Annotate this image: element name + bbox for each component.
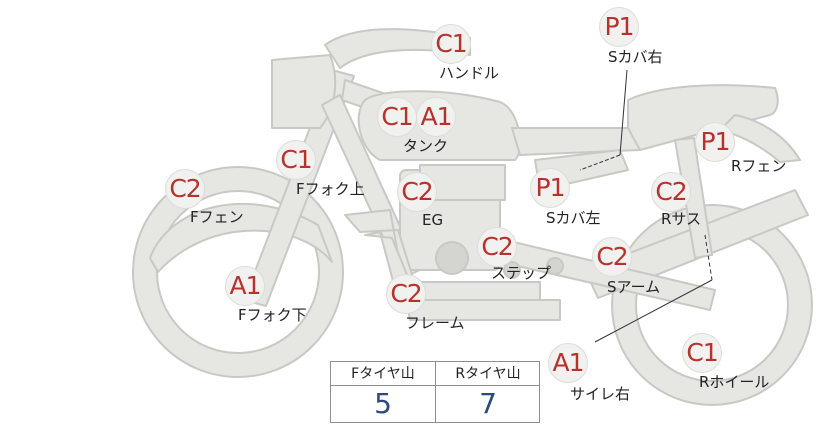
code-badge-step: C2	[477, 227, 517, 267]
front-tread-header: Fタイヤ山	[331, 362, 436, 386]
code-badge-swing-arm: C2	[592, 237, 632, 277]
label-front-fork-lower: Fフォク下	[238, 306, 307, 324]
label-seat-cover-right: Sカバ右	[608, 48, 663, 66]
label-muffler-right: サイレ右	[570, 385, 631, 403]
code-badge-muffler-right: A1	[548, 343, 588, 383]
code-badge-rear-wheel: C1	[682, 333, 722, 373]
code-badge-engine: C2	[397, 172, 437, 212]
code-badge-rear-fender: P1	[695, 122, 735, 162]
code-badge-tank-2: A1	[416, 97, 456, 137]
rear-tread-value: 7	[479, 387, 497, 420]
label-rear-wheel: Rホイール	[699, 373, 770, 391]
code-badge-front-fender: C2	[165, 169, 205, 209]
front-tread-value: 5	[331, 386, 436, 422]
code-badge-tank-1: C1	[377, 97, 417, 137]
code-badge-seat-cover-left: P1	[530, 168, 570, 208]
code-badge-handle: C1	[431, 24, 471, 64]
label-tank: タンク	[403, 137, 449, 155]
label-front-fender: Fフェン	[190, 208, 244, 226]
label-step: ステップ	[491, 264, 552, 282]
code-badge-front-fork-upper: C1	[276, 140, 316, 180]
code-badge-seat-cover-right: P1	[599, 7, 639, 47]
code-badge-frame: C2	[386, 274, 426, 314]
label-seat-cover-left: Sカバ左	[546, 209, 601, 227]
label-front-fork-upper: Fフォク上	[296, 180, 365, 198]
code-badge-front-fork-lower: A1	[225, 266, 265, 306]
rear-tread-header: Rタイヤ山	[436, 362, 540, 386]
label-engine: EG	[422, 211, 444, 229]
label-frame: フレーム	[405, 314, 465, 332]
label-handle: ハンドル	[439, 64, 500, 82]
tire-tread-table: Fタイヤ山 Rタイヤ山 5 7	[330, 361, 540, 423]
label-swing-arm: Sアーム	[607, 278, 661, 296]
code-badge-rear-suspension: C2	[651, 172, 691, 212]
label-rear-fender: Rフェン	[731, 157, 787, 175]
label-rear-suspension: Rサス	[661, 210, 702, 228]
